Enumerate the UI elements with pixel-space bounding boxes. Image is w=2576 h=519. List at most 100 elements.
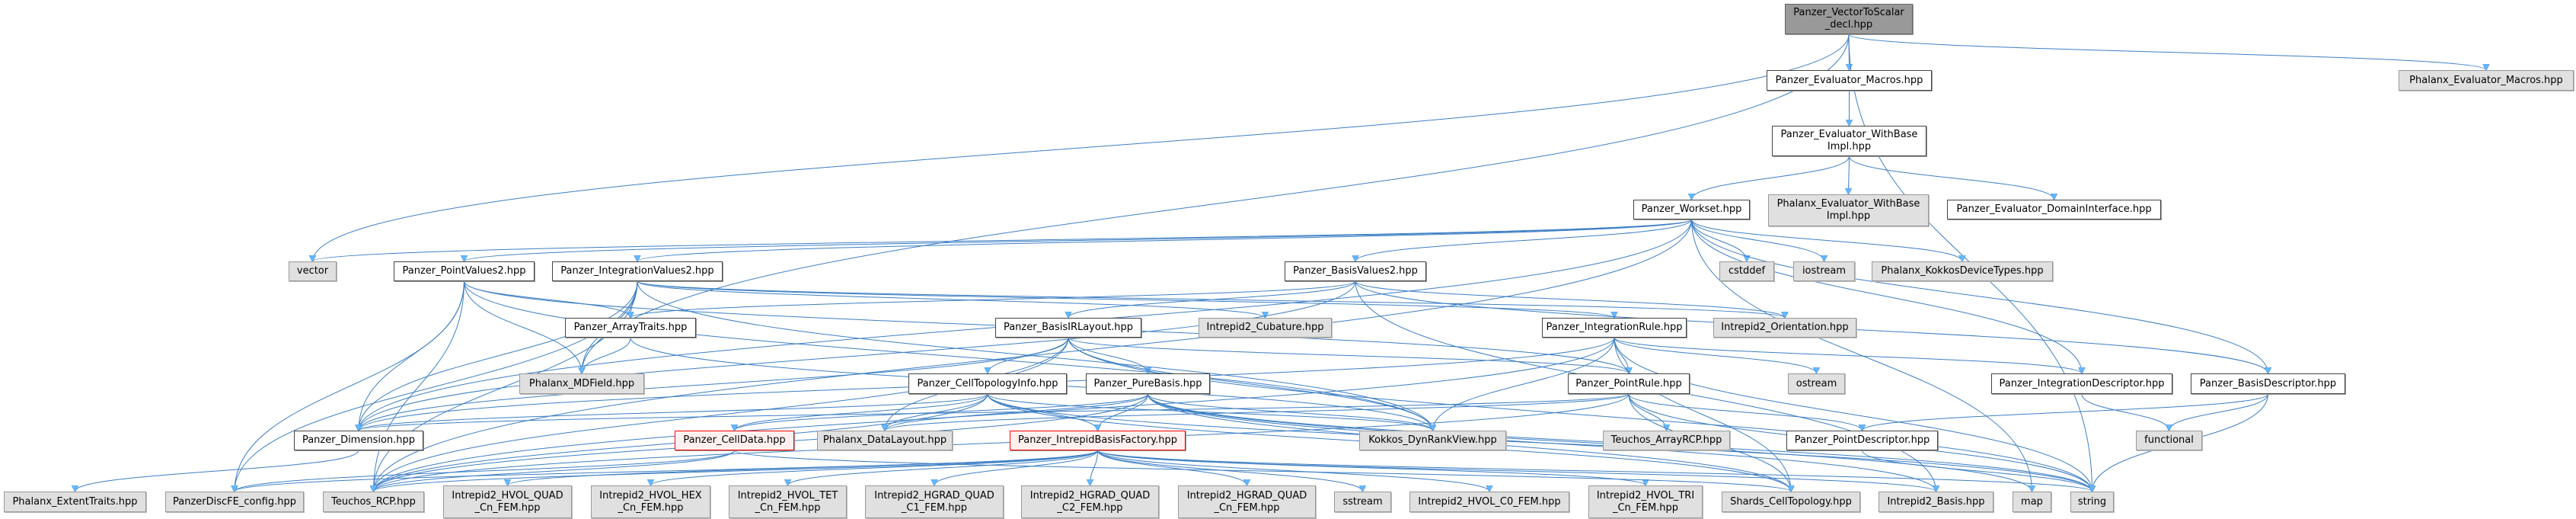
edge-integrationValues2-to-integrationRule <box>637 280 1614 318</box>
node-array-traits[interactable]: Panzer_ArrayTraits.hpp <box>565 318 696 338</box>
node-label: Intrepid2_HGRAD_QUAD _Cn_FEM.hpp <box>1186 489 1307 514</box>
node-label: functional <box>2144 434 2194 446</box>
edge-basisIRLayout-to-rcp <box>374 337 1069 492</box>
node-string: string <box>2070 492 2114 512</box>
node-discfe-config: PanzerDiscFE_config.hpp <box>165 492 304 512</box>
edge-cellTopoInfo-to-dimension <box>359 393 988 431</box>
node-cell-data[interactable]: Panzer_CellData.hpp <box>675 431 794 450</box>
node-hgrad-quad-c1: Intrepid2_HGRAD_QUAD _C1_FEM.hpp <box>865 485 1004 518</box>
edge-root-to-mdField <box>582 34 1850 373</box>
node-label: Panzer_IntrepidBasisFactory.hpp <box>1017 434 1178 446</box>
node-label: Panzer_PureBasis.hpp <box>1093 377 1202 389</box>
node-label: Panzer_VectorToScalar _decl.hpp <box>1793 7 1904 30</box>
node-kokkos-dev-types: Phalanx_KokkosDeviceTypes.hpp <box>1872 261 2053 281</box>
node-dimension[interactable]: Panzer_Dimension.hpp <box>294 431 423 450</box>
node-hvol-tri: Intrepid2_HVOL_TRI _Cn_FEM.hpp <box>1588 485 1703 518</box>
node-basis-desc[interactable]: Panzer_BasisDescriptor.hpp <box>2191 373 2345 394</box>
node-label: Intrepid2_Orientation.hpp <box>1721 322 1849 333</box>
node-workset[interactable]: Panzer_Workset.hpp <box>1633 200 1750 219</box>
node-label: Panzer_PointDescriptor.hpp <box>1794 434 1930 446</box>
node-label: sstream <box>1342 495 1383 508</box>
node-point-rule[interactable]: Panzer_PointRule.hpp <box>1568 373 1690 394</box>
edge-basisIRLayout-to-string <box>1068 337 2092 492</box>
node-cubature: Intrepid2_Cubature.hpp <box>1199 318 1332 338</box>
edge-workset-to-pointValues2 <box>464 219 1692 261</box>
edge-basisFactory-to-hvolHex <box>651 450 1098 485</box>
edge-root-to-vector <box>313 34 1850 261</box>
node-label: Intrepid2_Basis.hpp <box>1887 495 1985 508</box>
node-label: iostream <box>1802 265 1847 277</box>
node-domain-iface[interactable]: Panzer_Evaluator_DomainInterface.hpp <box>1947 200 2161 219</box>
edge-workset-to-kokkosDevTypes <box>1691 219 1963 261</box>
node-point-desc[interactable]: Panzer_PointDescriptor.hpp <box>1786 431 1938 450</box>
edge-pointDesc-to-string <box>1862 450 2092 492</box>
node-label: Panzer_IntegrationValues2.hpp <box>560 265 714 277</box>
edge-pointRule-to-arrayRCP <box>1628 393 1667 431</box>
node-label: Intrepid2_HVOL_TET _Cn_FEM.hpp <box>737 489 838 514</box>
node-hgrad-quad-cn: Intrepid2_HGRAD_QUAD _Cn_FEM.hpp <box>1178 485 1316 518</box>
node-point-values2[interactable]: Panzer_PointValues2.hpp <box>394 261 535 281</box>
edge-evalWithBase-to-domainIface <box>1849 155 2054 200</box>
node-label: Panzer_Evaluator_DomainInterface.hpp <box>1956 203 2152 215</box>
node-label: Panzer_PointRule.hpp <box>1575 377 1682 389</box>
edge-basisIRLayout-to-dimension <box>359 337 1069 431</box>
edge-workset-to-basisValues2 <box>1355 219 1692 261</box>
node-map: map <box>2013 492 2051 512</box>
node-label: Phalanx_ExtentTraits.hpp <box>12 495 138 508</box>
edge-basisFactory-to-rcp <box>374 450 1098 492</box>
node-label: Intrepid2_HGRAD_QUAD _C2_FEM.hpp <box>1029 489 1151 514</box>
node-hvol-c0: Intrepid2_HVOL_C0_FEM.hpp <box>1409 492 1569 512</box>
edge-pointRule-to-dataLayout <box>885 393 1630 431</box>
edge-basisFactory-to-hgradQuadC1 <box>934 450 1098 485</box>
node-label: Panzer_BasisDescriptor.hpp <box>2199 377 2337 389</box>
node-basis-factory[interactable]: Panzer_IntrepidBasisFactory.hpp <box>1010 431 1186 450</box>
node-pure-basis[interactable]: Panzer_PureBasis.hpp <box>1086 373 1210 394</box>
edge-basisDesc-to-pointDesc <box>1863 393 2268 431</box>
node-label: Intrepid2_Cubature.hpp <box>1206 322 1324 333</box>
edge-workset-to-integrationDesc <box>1691 219 2083 373</box>
node-label: Intrepid2_HGRAD_QUAD _C1_FEM.hpp <box>874 489 994 514</box>
node-root[interactable]: Panzer_VectorToScalar _decl.hpp <box>1785 4 1913 34</box>
node-integration-values2[interactable]: Panzer_IntegrationValues2.hpp <box>552 261 723 281</box>
edge-dimension-to-extentTraits <box>75 450 359 492</box>
edge-basisFactory-to-hgradQuadCn <box>1097 450 1247 485</box>
node-hgrad-quad-c2: Intrepid2_HGRAD_QUAD _C2_FEM.hpp <box>1021 485 1159 518</box>
node-label: Panzer_IntegrationRule.hpp <box>1546 322 1683 333</box>
edge-integrationRule-to-ostream <box>1614 337 1817 373</box>
node-label: Panzer_Workset.hpp <box>1641 203 1742 215</box>
node-eval-macros[interactable]: Panzer_Evaluator_Macros.hpp <box>1767 70 1932 91</box>
edge-evalWithBase-to-workset <box>1692 155 1850 200</box>
node-label: Kokkos_DynRankView.hpp <box>1368 434 1497 446</box>
edge-integrationRule-to-dynRankView <box>1433 337 1615 431</box>
edge-workset-to-cstddef <box>1691 219 1748 261</box>
edge-basisValues2-to-basisIRLayout <box>1068 280 1356 318</box>
edge-workset-to-basisDesc <box>1691 219 2268 373</box>
edge-pureBasis-to-intrepidBasis <box>1148 393 1936 492</box>
node-basis-values2[interactable]: Panzer_BasisValues2.hpp <box>1285 261 1426 281</box>
edge-basisFactory-to-sstream <box>1097 450 1363 492</box>
node-integration-desc[interactable]: Panzer_IntegrationDescriptor.hpp <box>1991 373 2172 394</box>
edge-basisValues2-to-dimension <box>359 280 1356 431</box>
edge-pointValues2-to-dimension <box>359 280 464 431</box>
node-data-layout: Phalanx_DataLayout.hpp <box>817 431 953 450</box>
node-rcp: Teuchos_RCP.hpp <box>323 492 424 512</box>
node-label: Panzer_Dimension.hpp <box>302 434 416 446</box>
edge-basisIRLayout-to-pureBasis <box>1068 337 1148 373</box>
edge-pureBasis-to-cellData <box>735 393 1148 431</box>
node-integration-rule[interactable]: Panzer_IntegrationRule.hpp <box>1542 318 1687 338</box>
edge-cellTopoInfo-to-cellData <box>735 393 988 431</box>
edge-integrationRule-to-integrationDesc <box>1614 337 2082 373</box>
edge-integrationDesc-to-functional <box>2081 393 2169 431</box>
node-functional: functional <box>2136 431 2202 450</box>
node-iostream: iostream <box>1793 261 1855 281</box>
node-basis-i-r-layout[interactable]: Panzer_BasisIRLayout.hpp <box>995 318 1141 338</box>
node-md-field: Phalanx_MDField.hpp <box>519 373 644 394</box>
node-eval-with-base[interactable]: Panzer_Evaluator_WithBase Impl.hpp <box>1772 126 1926 156</box>
node-label: Panzer_Evaluator_Macros.hpp <box>1775 74 1923 86</box>
node-label: cstddef <box>1728 265 1766 277</box>
edge-basisFactory-to-intrepidBasis <box>1097 450 1936 492</box>
node-hvol-tet: Intrepid2_HVOL_TET _Cn_FEM.hpp <box>729 485 847 518</box>
node-cell-topo-info[interactable]: Panzer_CellTopologyInfo.hpp <box>908 373 1067 394</box>
edge-integrationRule-to-string <box>1614 337 2092 492</box>
edge-evalWithBase-to-phxEvalWithBase <box>1849 155 1850 194</box>
